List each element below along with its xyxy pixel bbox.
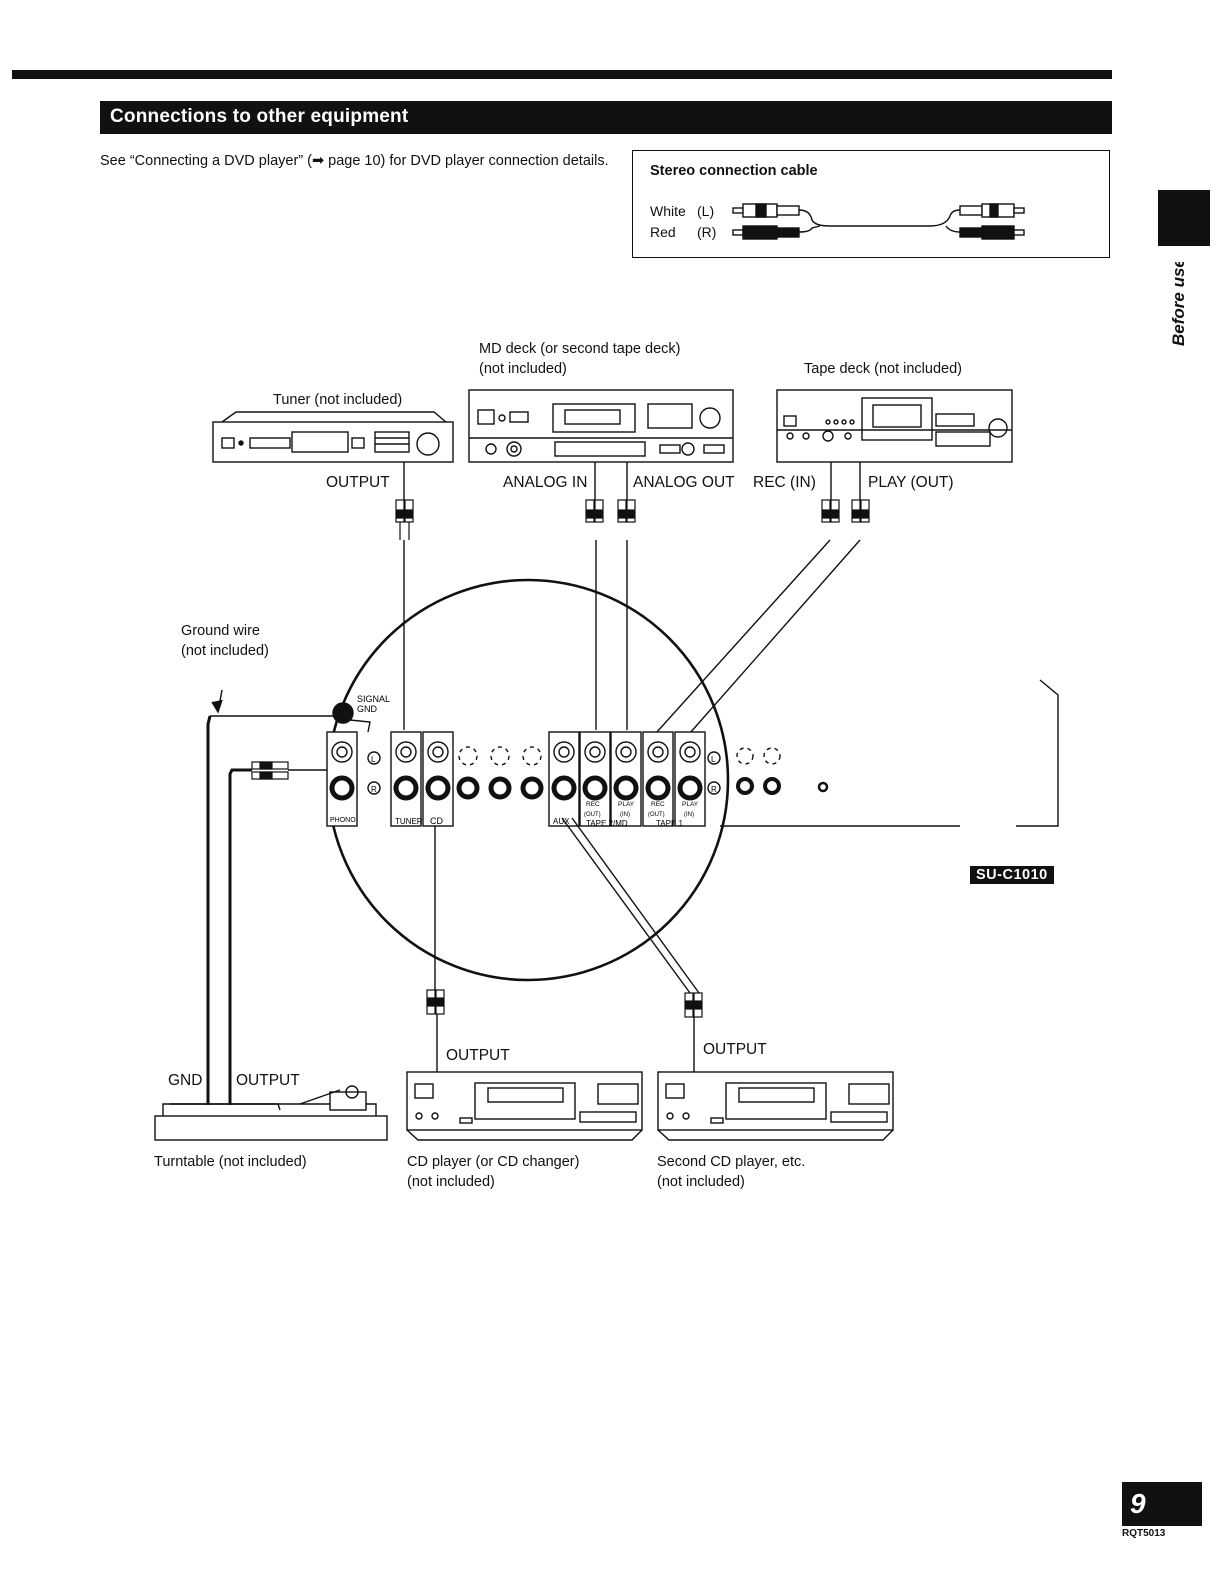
rear-panel-jacks [326, 731, 829, 827]
md-deck-label: MD deck (or second tape deck) [479, 341, 681, 357]
panel-right-mark: R [371, 785, 377, 794]
side-tab-block [1158, 190, 1210, 246]
cd-player-label-2: (not included) [407, 1174, 495, 1190]
panel-tape2md-label: TAPE 2/MD [586, 819, 628, 828]
section-header-bar [100, 101, 1112, 134]
play-out-label: PLAY (OUT) [868, 474, 954, 491]
white-channel: (L) [697, 203, 715, 219]
cd-player-device [406, 1071, 643, 1141]
cable-box [632, 150, 1110, 258]
white-label: White [650, 203, 686, 219]
section-title: Connections to other equipment [110, 106, 409, 127]
turntable-label: Turntable (not included) [154, 1154, 307, 1170]
md-deck-label-2: (not included) [479, 361, 567, 377]
panel-play-label-2: PLAY [682, 801, 699, 808]
panel-play-label-1: PLAY [618, 801, 635, 808]
panel-in-label-1: (IN) [620, 812, 630, 818]
ground-wire-label: Ground wire [181, 623, 260, 639]
rec-in-label: REC (IN) [753, 474, 816, 491]
cable-box-title: Stereo connection cable [650, 163, 818, 179]
panel-in-label-2: (IN) [684, 812, 694, 818]
turntable-output-label: OUTPUT [236, 1072, 300, 1089]
side-tab-label: Before use [1169, 262, 1188, 346]
ground-wire-label-2: (not included) [181, 643, 269, 659]
panel-gnd-label: GND [357, 704, 378, 714]
second-cd-label: Second CD player, etc. [657, 1154, 806, 1170]
intro-text: See “Connecting a DVD player” (➡ page 10… [100, 153, 609, 169]
panel-phono-label: PHONO [330, 817, 356, 824]
analog-out-label: ANALOG OUT [633, 474, 735, 491]
page-number: 9 [1122, 1482, 1202, 1526]
panel-cd-label: CD [430, 816, 443, 826]
panel-signal-label: SIGNAL [357, 694, 390, 704]
cable-illustration [732, 203, 1025, 240]
tuner-label: Tuner (not included) [273, 392, 403, 408]
analog-in-label: ANALOG IN [503, 474, 588, 491]
cd-output-label: OUTPUT [446, 1047, 510, 1064]
panel-tuner-label: TUNER [395, 817, 423, 826]
panel-left-mark-2: L [711, 755, 716, 764]
model-badge: SU-C1010 [970, 866, 1054, 884]
panel-left-mark: L [371, 755, 376, 764]
panel-right-mark-2: R [711, 785, 717, 794]
panel-rec-label-1: REC [586, 801, 600, 808]
tuner-output-label: OUTPUT [326, 474, 390, 491]
svg-text:Before use: Before use [1169, 262, 1188, 346]
panel-rec-label-2: REC [651, 801, 665, 808]
second-cd-device [657, 1071, 894, 1141]
tape-deck-label: Tape deck (not included) [804, 361, 962, 377]
panel-out-label-1: (OUT) [584, 812, 601, 818]
top-rule [12, 70, 1112, 79]
second-cd-output-label: OUTPUT [703, 1041, 767, 1058]
doc-code: RQT5013 [1122, 1528, 1166, 1539]
turntable-gnd-label: GND [168, 1072, 203, 1089]
red-label: Red [650, 224, 676, 240]
tape-deck-device [776, 389, 1013, 463]
cd-player-label: CD player (or CD changer) [407, 1154, 580, 1170]
turntable-device [154, 1085, 388, 1141]
second-cd-label-2: (not included) [657, 1174, 745, 1190]
panel-aux-label: AUX [553, 817, 570, 826]
panel-tape1-label: TAPE 1 [656, 819, 684, 828]
tuner-device [212, 411, 454, 463]
red-channel: (R) [697, 224, 717, 240]
tuner-plugs [395, 499, 414, 540]
md-deck-device [468, 389, 734, 463]
panel-out-label-2: (OUT) [648, 812, 665, 818]
